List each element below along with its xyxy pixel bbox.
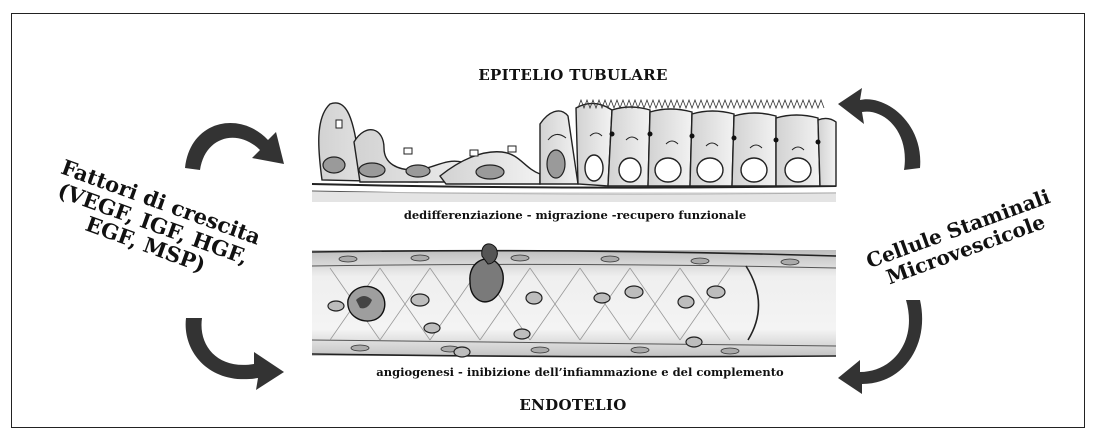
tubular-epithelium-illustration bbox=[312, 100, 836, 202]
curved-arrow-icon bbox=[186, 318, 284, 390]
endothelium-title: ENDOTELIO bbox=[478, 396, 668, 414]
epithelium-caption: dedifferenziazione - migrazione -recuper… bbox=[330, 208, 820, 222]
epithelium-title: EPITELIO TUBULARE bbox=[438, 66, 708, 84]
endothelium-caption: angiogenesi - inibizione dell’infiammazi… bbox=[300, 365, 860, 379]
curved-arrow-icon bbox=[185, 123, 284, 170]
curved-arrow-icon bbox=[838, 88, 920, 170]
endothelium-illustration bbox=[312, 244, 836, 357]
curved-arrow-icon bbox=[838, 300, 922, 394]
